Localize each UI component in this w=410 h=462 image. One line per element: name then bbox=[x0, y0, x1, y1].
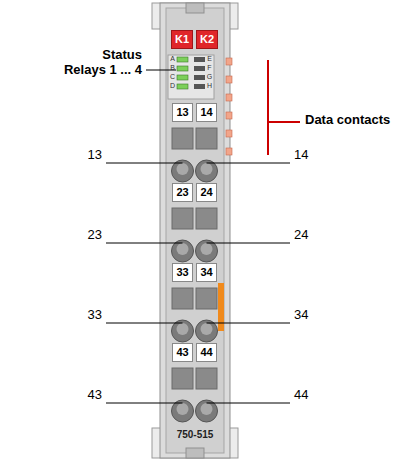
led-letter: C bbox=[169, 73, 176, 81]
leader-line bbox=[106, 163, 183, 164]
status-led bbox=[177, 84, 188, 89]
data-contacts-bracket bbox=[268, 60, 300, 155]
clamp-hole bbox=[201, 163, 213, 175]
status-led bbox=[177, 75, 188, 80]
data-contact-pins bbox=[226, 58, 232, 155]
terminal-number-box: 34 bbox=[196, 263, 217, 282]
terminal-number-box: 44 bbox=[196, 343, 217, 362]
terminal-label: 24 bbox=[200, 187, 212, 198]
terminal-number-box: 43 bbox=[172, 343, 193, 362]
clamp-hole bbox=[177, 163, 189, 175]
terminal-label: 23 bbox=[176, 187, 188, 198]
leader-line bbox=[106, 323, 183, 324]
status-led bbox=[177, 66, 188, 71]
terminal-label: K2 bbox=[200, 34, 214, 45]
terminal-number-box: 33 bbox=[172, 263, 193, 282]
release-slot bbox=[172, 128, 193, 149]
terminal-number-box: 14 bbox=[196, 103, 217, 122]
terminal-label: 44 bbox=[200, 347, 212, 358]
led-field bbox=[168, 55, 214, 99]
leader-line bbox=[207, 163, 291, 164]
release-slot bbox=[172, 368, 193, 389]
part-number: 750-515 bbox=[177, 430, 214, 440]
callout-number: 24 bbox=[294, 228, 334, 243]
clamp-hole bbox=[201, 403, 213, 415]
leader-line bbox=[207, 243, 291, 244]
led-letter: D bbox=[169, 82, 176, 90]
led-letter: F bbox=[206, 64, 213, 72]
clamp-hole bbox=[177, 403, 189, 415]
clamp-hole bbox=[177, 323, 189, 335]
release-slot bbox=[172, 208, 193, 229]
callout-number: 23 bbox=[62, 228, 102, 243]
terminal-number-box: 13 bbox=[172, 103, 193, 122]
led-letter: G bbox=[206, 73, 213, 81]
unused-led bbox=[194, 84, 205, 89]
callout-number: 43 bbox=[62, 388, 102, 403]
led-letter: B bbox=[169, 64, 176, 72]
terminal-label: K1 bbox=[175, 34, 189, 45]
orange-marker bbox=[218, 283, 224, 331]
terminal-label: 34 bbox=[200, 267, 212, 278]
leader-line bbox=[106, 403, 183, 404]
terminal-label: 13 bbox=[176, 107, 188, 118]
terminal-label: 33 bbox=[176, 267, 188, 278]
latch-tab bbox=[186, 3, 204, 13]
relay-label-box: K1 bbox=[171, 30, 193, 49]
terminal-number-box: 23 bbox=[172, 183, 193, 202]
relay-label-box: K2 bbox=[196, 30, 218, 49]
leader-line bbox=[207, 403, 291, 404]
clamp-hole bbox=[201, 243, 213, 255]
callout-number: 14 bbox=[294, 148, 334, 163]
release-slot bbox=[196, 288, 217, 309]
clamp-hole bbox=[201, 323, 213, 335]
release-slot bbox=[196, 368, 217, 389]
leader-line bbox=[207, 323, 291, 324]
latch-tab bbox=[186, 448, 204, 458]
terminal-label: 14 bbox=[200, 107, 212, 118]
led-letter: A bbox=[169, 55, 176, 63]
led-letter: E bbox=[206, 55, 213, 63]
callout-number: 34 bbox=[294, 308, 334, 323]
callout-number: 44 bbox=[294, 388, 334, 403]
terminal-label: 43 bbox=[176, 347, 188, 358]
status-caption: Status Relays 1 ... 4 bbox=[58, 48, 142, 78]
module-front bbox=[166, 8, 224, 453]
leader-line bbox=[106, 243, 183, 244]
release-slot bbox=[196, 128, 217, 149]
led-letter: H bbox=[206, 82, 213, 90]
data-contacts-caption: Data contacts bbox=[305, 113, 405, 128]
callout-number: 33 bbox=[62, 308, 102, 323]
release-slot bbox=[172, 288, 193, 309]
io-module: 750-515 K1 K2 13 14 23 24 33 34 43 44 bbox=[160, 3, 230, 458]
unused-led bbox=[194, 75, 205, 80]
unused-led bbox=[194, 66, 205, 71]
unused-led bbox=[194, 57, 205, 62]
release-slot bbox=[196, 208, 217, 229]
status-led bbox=[177, 57, 188, 62]
module-housing bbox=[160, 3, 230, 458]
clamp-hole bbox=[177, 243, 189, 255]
terminal-number-box: 24 bbox=[196, 183, 217, 202]
callout-number: 13 bbox=[62, 148, 102, 163]
